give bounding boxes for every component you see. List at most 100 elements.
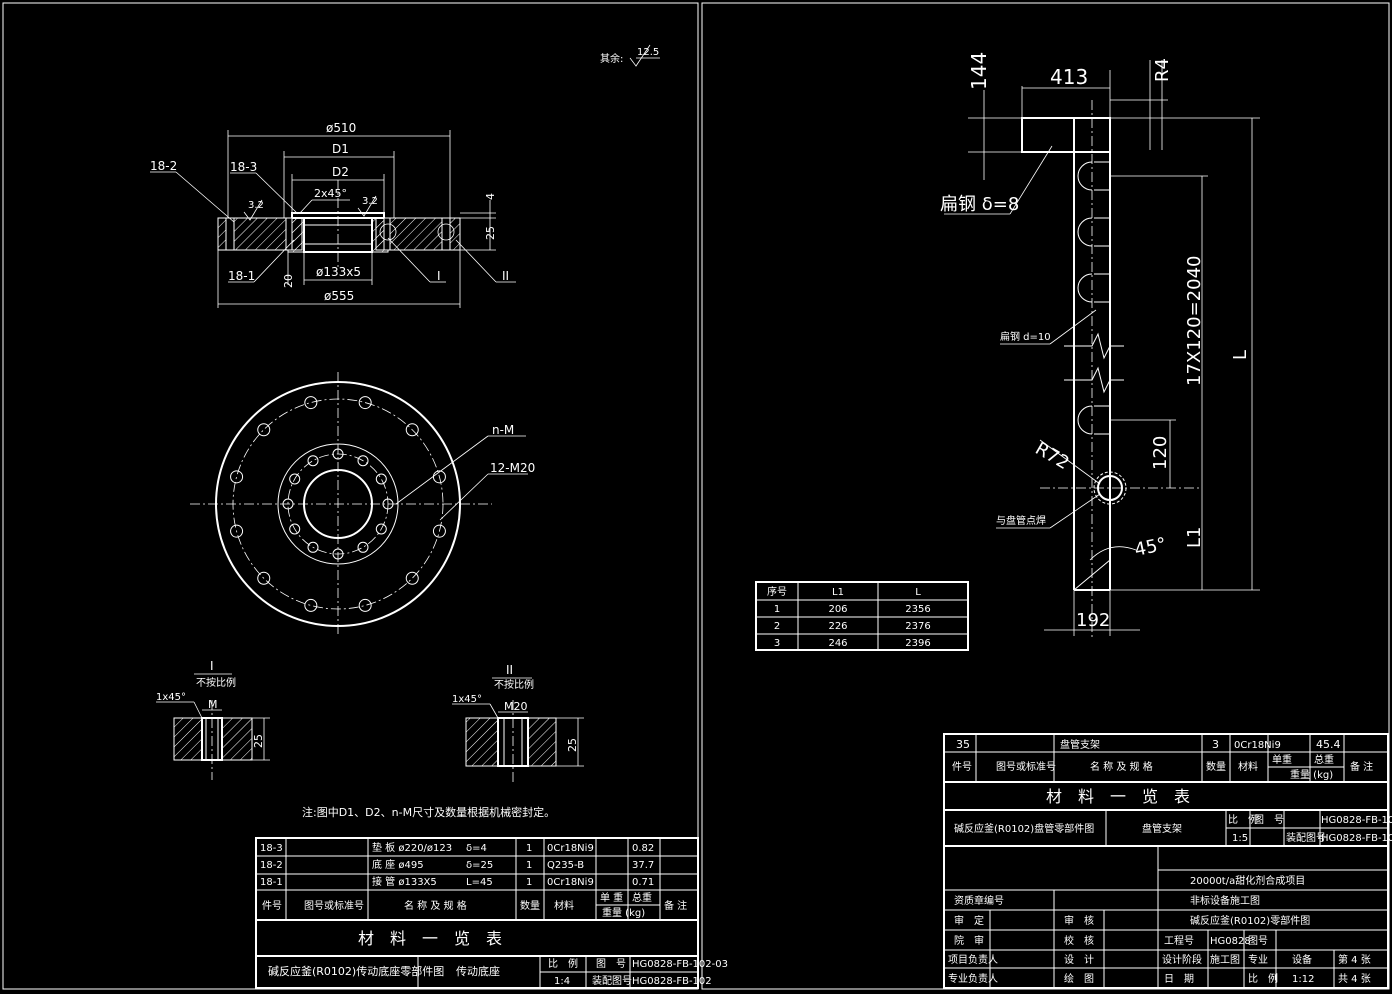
coil-support-dimensions: 144 413 R4 L 17X120=2040 120 L1 192 45 (940, 52, 1260, 636)
svg-text:碱反应釜(R0102)零部件图: 碱反应釜(R0102)零部件图 (1190, 914, 1310, 927)
size-table-cell: 2376 (905, 621, 930, 632)
svg-text:I: I (437, 269, 441, 283)
flange-dimensions: ø510 D1 D2 2x45° 3.2 3.2 4 25 20 ø133x5 (217, 121, 497, 308)
svg-text:25: 25 (484, 226, 497, 240)
svg-text:其余:: 其余: (600, 52, 623, 65)
svg-text:材 料 一 览 表: 材 料 一 览 表 (1046, 787, 1190, 806)
left-sheet-border (2, 2, 699, 990)
svg-text:备 注: 备 注 (1350, 760, 1373, 773)
coil-notch-edge (1094, 217, 1110, 247)
svg-text:45.4: 45.4 (1316, 738, 1341, 751)
svg-text:1x45°: 1x45° (156, 692, 186, 703)
svg-text:绘 图: 绘 图 (1064, 972, 1094, 985)
svg-text:审 核: 审 核 (1064, 914, 1094, 927)
svg-text:件号: 件号 (952, 761, 972, 773)
coil-support-drawing (1021, 100, 1200, 640)
svg-text:12.5: 12.5 (637, 47, 659, 58)
svg-text:M20: M20 (504, 700, 528, 713)
coil-notch-edge (1094, 273, 1110, 303)
size-table-header: 序号 (767, 585, 787, 598)
bom-cell-total_wt: 0.71 (632, 877, 654, 888)
svg-text:单重: 单重 (1272, 753, 1292, 766)
svg-text:装配图号: 装配图号 (1286, 831, 1326, 844)
size-table-cell: 2396 (905, 638, 930, 649)
svg-text:1:4: 1:4 (554, 976, 570, 987)
svg-text:图号: 图号 (1248, 935, 1268, 947)
bom-cell-total_wt: 37.7 (632, 860, 654, 871)
size-table-header: L1 (832, 587, 844, 598)
svg-text:非标设备施工图: 非标设备施工图 (1190, 894, 1260, 907)
bom-cell-qty: 1 (526, 877, 532, 888)
svg-text:材料: 材料 (1238, 760, 1258, 773)
size-table-header: L (915, 587, 921, 598)
svg-text:n-M: n-M (492, 423, 514, 437)
svg-text:D2: D2 (332, 165, 349, 179)
svg-text:碱反应釜(R0102)盘管零部件图: 碱反应釜(R0102)盘管零部件图 (954, 822, 1094, 835)
svg-text:图 号: 图 号 (1254, 814, 1284, 826)
size-table-cell: 246 (828, 638, 847, 649)
flange-plan-view: n-M 12-M20 (190, 372, 535, 636)
svg-text:120: 120 (1150, 436, 1171, 470)
bom-cell-spec: δ=25 (466, 860, 493, 871)
svg-text:总重: 总重 (1314, 753, 1334, 766)
bom-cell-name: 垫 板 ø220/ø123 (372, 841, 452, 854)
svg-text:L: L (1230, 350, 1251, 360)
bolt-hole-m (332, 448, 344, 460)
svg-text:日 期: 日 期 (1164, 973, 1194, 985)
svg-text:0Cr18Ni9: 0Cr18Ni9 (1234, 740, 1281, 751)
bom-cell-no: 18-1 (260, 877, 283, 888)
svg-text:数量: 数量 (520, 899, 540, 912)
svg-text:工程号: 工程号 (1164, 935, 1194, 947)
svg-text:共 4 张: 共 4 张 (1338, 973, 1371, 985)
bolt-hole-m (375, 523, 387, 535)
svg-text:碱反应釜(R0102)传动底座零部件图: 碱反应釜(R0102)传动底座零部件图 (268, 964, 444, 978)
bolt-hole-m20 (257, 571, 271, 585)
svg-text:专业: 专业 (1248, 953, 1268, 966)
svg-text:比 例: 比 例 (1248, 972, 1278, 985)
bolt-hole-m (289, 523, 301, 535)
bom-cell-spec: δ=4 (466, 843, 487, 854)
svg-text:HG0828-FB-102-03: HG0828-FB-102-03 (1321, 815, 1392, 826)
bom-cell-no: 18-2 (260, 860, 283, 871)
svg-text:数量: 数量 (1206, 760, 1226, 773)
svg-text:144: 144 (967, 52, 991, 90)
svg-text:18-2: 18-2 (150, 159, 177, 173)
svg-text:重量 (kg): 重量 (kg) (602, 906, 645, 919)
svg-text:17X120=2040: 17X120=2040 (1184, 256, 1205, 386)
svg-text:3.2: 3.2 (362, 196, 378, 207)
svg-text:HG0828-FB-102: HG0828-FB-102 (632, 976, 712, 987)
bolt-hole-m (375, 473, 387, 485)
bolt-hole-m20 (405, 423, 419, 437)
svg-text:传动底座: 传动底座 (456, 964, 500, 978)
bom-cell-name: 接 管 ø133X5 (372, 875, 437, 888)
svg-text:院 审: 院 审 (954, 934, 984, 947)
svg-text:专业负责人: 专业负责人 (948, 972, 998, 985)
svg-text:II: II (502, 269, 509, 283)
bolt-hole-m20 (230, 470, 244, 484)
svg-text:与盘管点焊: 与盘管点焊 (996, 514, 1046, 527)
svg-text:施工图: 施工图 (1210, 953, 1240, 966)
svg-text:校 核: 校 核 (1064, 934, 1094, 947)
bolt-hole-m (282, 498, 294, 510)
size-table-cell: 226 (828, 621, 847, 632)
svg-text:ø133x5: ø133x5 (316, 265, 361, 279)
bom-cell-qty: 1 (526, 860, 532, 871)
svg-text:比 例: 比 例 (548, 957, 578, 970)
svg-text:20000t/a甜化剂合成项目: 20000t/a甜化剂合成项目 (1190, 874, 1305, 887)
flange-callouts: 18-2 18-3 18-1 I II (150, 159, 516, 283)
detail-ii: II 不按比例 1x45° M20 25 (452, 663, 584, 784)
svg-text:18-1: 18-1 (228, 269, 255, 283)
svg-text:1:5: 1:5 (1232, 833, 1248, 844)
bom-cell-name: 底 座 ø495 (372, 858, 424, 871)
svg-text:盘管支架: 盘管支架 (1060, 738, 1100, 751)
svg-text:扁钢 δ=8: 扁钢 δ=8 (940, 194, 1019, 215)
svg-text:25: 25 (566, 738, 579, 752)
bolt-hole-m (289, 473, 301, 485)
flange-section (217, 180, 461, 268)
bolt-hole-m20 (304, 396, 318, 410)
svg-text:35: 35 (956, 738, 970, 751)
svg-text:盘管支架: 盘管支架 (1142, 822, 1182, 835)
bom-cell-material: 0Cr18Ni9 (547, 877, 594, 888)
